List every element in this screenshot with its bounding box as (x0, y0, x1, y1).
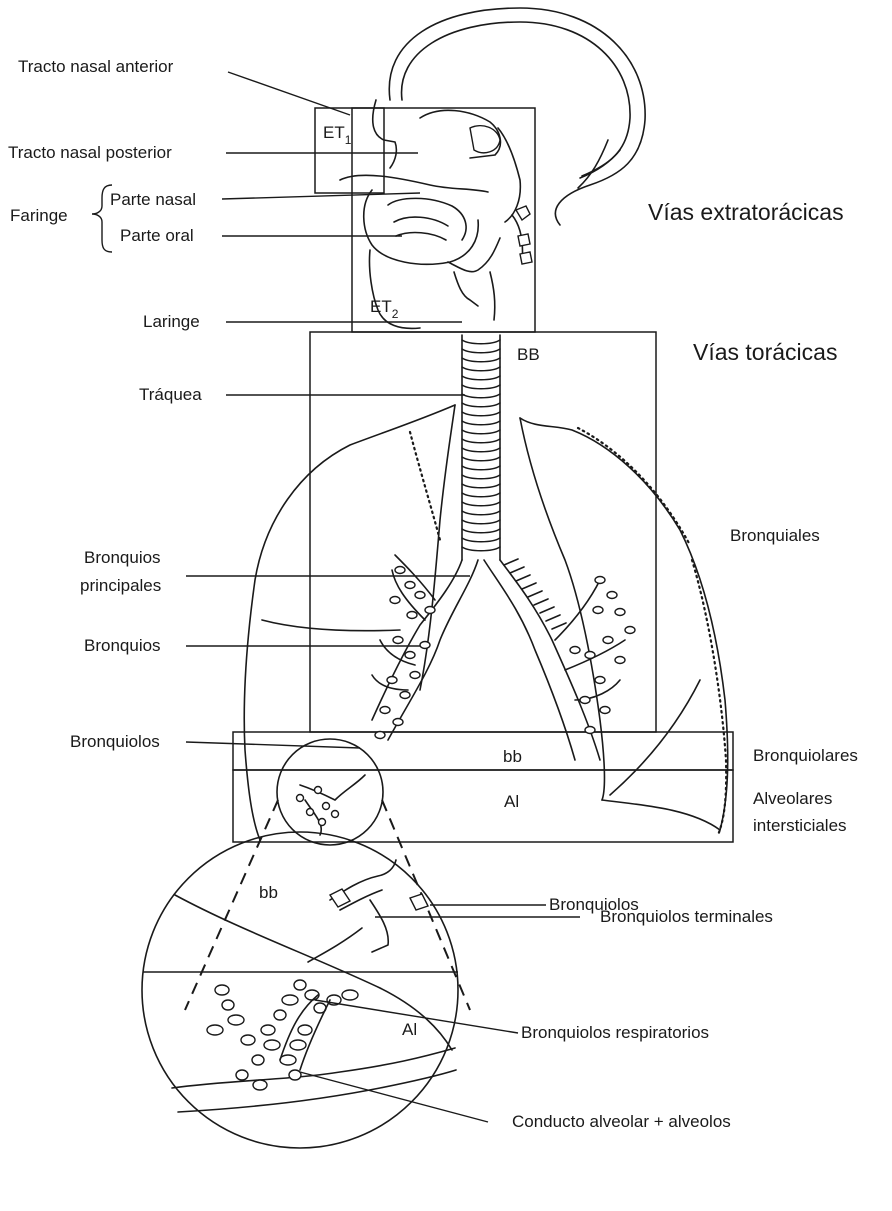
label-traquea: Tráquea (139, 385, 202, 404)
label-faringe: Faringe (10, 206, 68, 225)
zone-al-detail: Al (402, 1020, 417, 1039)
left-lung-outline (520, 418, 728, 830)
et1-box (315, 108, 384, 193)
zone-et2: ET2 (370, 297, 399, 321)
region-vias-toracicas: Vías torácicas (693, 339, 837, 365)
leader-lines (186, 72, 580, 1122)
zone-bb-lower: bb (503, 747, 522, 766)
region-bronquiales: Bronquiales (730, 526, 820, 545)
label-tracto-nasal-anterior: Tracto nasal anterior (18, 57, 174, 76)
label-tracto-nasal-posterior: Tracto nasal posterior (8, 143, 172, 162)
region-alveolares-1: Alveolares (753, 789, 832, 808)
zoom-circle-detail (142, 832, 458, 1148)
region-vias-extratoracicas: Vías extratorácicas (648, 199, 844, 225)
zoom-connector-left (185, 800, 278, 1010)
label-parte-nasal: Parte nasal (110, 190, 196, 209)
alveolar-box (233, 770, 733, 842)
label-bronquiolos: Bronquiolos (70, 732, 160, 751)
head-outline (340, 8, 645, 328)
region-alveolares-2: intersticiales (753, 816, 847, 835)
zone-al: Al (504, 792, 519, 811)
label-bronquios-principales-2: principales (80, 576, 161, 595)
label-conducto-alveolar: Conducto alveolar + alveolos (512, 1112, 731, 1131)
bronchial-tree (372, 555, 635, 760)
trachea (462, 335, 566, 629)
zone-bb-upper: BB (517, 345, 540, 364)
label-bronquiolos-terminales: Bronquiolos terminales (600, 907, 773, 926)
bronquiolar-box (233, 732, 733, 770)
label-bronquiolos-respiratorios: Bronquiolos respiratorios (521, 1023, 709, 1042)
label-laringe: Laringe (143, 312, 200, 331)
zoom-circle-small (277, 739, 383, 845)
label-parte-oral: Parte oral (120, 226, 194, 245)
faringe-brace (92, 185, 112, 252)
zone-et1: ET1 (323, 123, 352, 147)
label-bronquios-principales-1: Bronquios (84, 548, 161, 567)
label-bronquios: Bronquios (84, 636, 161, 655)
region-bronquiolares: Bronquiolares (753, 746, 858, 765)
zone-bb-detail: bb (259, 883, 278, 902)
